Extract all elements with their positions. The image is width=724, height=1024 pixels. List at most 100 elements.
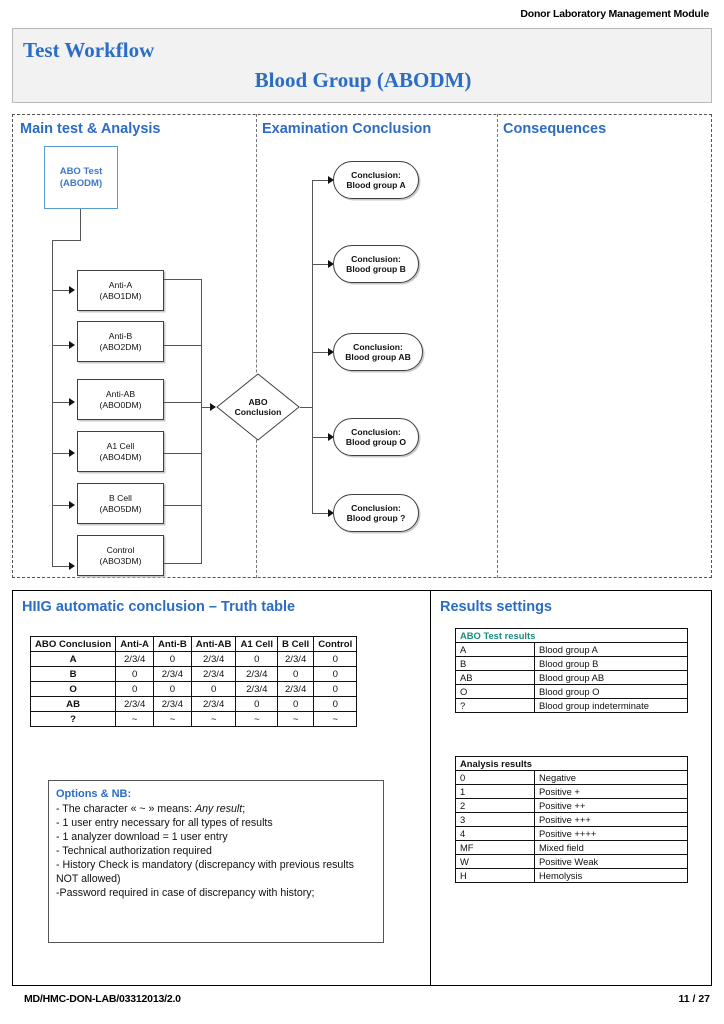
ana-r6-key: W xyxy=(455,854,535,869)
table-row: W Positive Weak xyxy=(455,854,688,869)
truth-col-2: Anti-B xyxy=(153,636,192,652)
truth-r0-c0: A xyxy=(29,651,117,667)
truth-r4-c3: ~ xyxy=(190,711,237,727)
truth-r0-c4: 0 xyxy=(235,651,279,667)
fanout-trunk xyxy=(312,180,313,514)
node-test-5[interactable]: B Cell (ABO5DM) xyxy=(77,483,164,524)
node-conclusion-ab-line1: Conclusion: xyxy=(353,341,403,352)
node-conclusion-a[interactable]: Conclusion: Blood group A xyxy=(333,161,419,199)
fanout-arrow-4 xyxy=(328,433,334,441)
ana-r4-key: 4 xyxy=(455,826,535,841)
node-conclusion-unknown[interactable]: Conclusion: Blood group ? xyxy=(333,494,419,532)
table-row: 1 Positive + xyxy=(455,784,688,799)
node-test-4[interactable]: A1 Cell (ABO4DM) xyxy=(77,431,164,472)
node-test-1[interactable]: Anti-A (ABO1DM) xyxy=(77,270,164,311)
table-row: O 0 0 0 2/3/4 2/3/4 0 xyxy=(29,681,358,697)
fanout-line-3 xyxy=(312,352,330,353)
truth-r1-c0: B xyxy=(29,666,117,682)
footer-document-id: MD/HMC-DON-LAB/03312013/2.0 xyxy=(24,993,181,1005)
collector-arrow-diamond xyxy=(210,403,216,411)
abo-r0-key: A xyxy=(455,642,535,657)
abo-r2-key: AB xyxy=(455,670,535,685)
node-conclusion-o[interactable]: Conclusion: Blood group O xyxy=(333,418,419,456)
node-test-1-line2: (ABO1DM) xyxy=(99,290,142,301)
node-test-6[interactable]: Control (ABO3DM) xyxy=(77,535,164,576)
analysis-results-table: Analysis results 0 Negative 1 Positive +… xyxy=(455,756,688,883)
node-conclusion-a-line1: Conclusion: xyxy=(351,169,401,180)
truth-r2-c4: 2/3/4 xyxy=(235,681,279,697)
table-row: ? ~ ~ ~ ~ ~ ~ xyxy=(29,711,358,727)
node-test-6-line1: Control xyxy=(106,545,135,556)
node-abo-conclusion-line1: ABO xyxy=(248,396,268,407)
truth-col-5: B Cell xyxy=(277,636,315,652)
node-abo-test-line2: (ABODM) xyxy=(59,177,103,189)
table-row: H Hemolysis xyxy=(455,868,688,883)
truth-r2-c1: 0 xyxy=(115,681,154,697)
node-abo-test-line1: ABO Test xyxy=(59,165,103,177)
abo-r1-val: Blood group B xyxy=(534,656,688,671)
analysis-results-header-row: Analysis results xyxy=(455,756,688,771)
node-test-2-line2: (ABO2DM) xyxy=(99,341,142,352)
truth-r3-c0: AB xyxy=(29,696,117,712)
details-panel xyxy=(12,590,712,986)
fanout-line-1 xyxy=(312,180,330,181)
analysis-results-header: Analysis results xyxy=(455,756,688,771)
truth-table: ABO Conclusion Anti-A Anti-B Anti-AB A1 … xyxy=(29,636,358,727)
collector-line-6 xyxy=(164,563,201,564)
node-conclusion-ab[interactable]: Conclusion: Blood group AB xyxy=(333,333,423,371)
feeder-arrow-4 xyxy=(69,449,75,457)
ana-r4-val: Positive ++++ xyxy=(534,826,688,841)
table-row: B Blood group B xyxy=(455,656,688,671)
node-test-3[interactable]: Anti-AB (ABO0DM) xyxy=(77,379,164,420)
collector-line-1 xyxy=(164,279,201,280)
connector-start-down xyxy=(80,209,81,240)
node-test-2[interactable]: Anti-B (ABO2DM) xyxy=(77,321,164,362)
ana-r5-key: MF xyxy=(455,840,535,855)
options-line-1: - The character « ~ » means: Any result; xyxy=(56,802,376,816)
feeder-arrow-6 xyxy=(69,562,75,570)
feeder-line-4 xyxy=(52,453,71,454)
section-title-results-settings: Results settings xyxy=(440,599,552,615)
node-conclusion-a-line2: Blood group A xyxy=(346,180,406,190)
truth-r3-c6: 0 xyxy=(313,696,358,712)
node-conclusion-unknown-line1: Conclusion: xyxy=(351,502,401,513)
feeder-line-5 xyxy=(52,505,71,506)
column-header-consequences: Consequences xyxy=(503,121,607,137)
options-line-6: -Password required in case of discrepanc… xyxy=(56,887,315,900)
table-row: 2 Positive ++ xyxy=(455,798,688,813)
node-test-4-line2: (ABO4DM) xyxy=(99,451,142,462)
truth-r2-c6: 0 xyxy=(313,681,358,697)
node-conclusion-b[interactable]: Conclusion: Blood group B xyxy=(333,245,419,283)
node-test-3-line1: Anti-AB xyxy=(105,389,136,400)
fanout-arrow-5 xyxy=(328,509,334,517)
abo-r3-val: Blood group O xyxy=(534,684,688,699)
collector-line-4 xyxy=(164,453,201,454)
truth-r2-c3: 0 xyxy=(190,681,237,697)
node-abo-test[interactable]: ABO Test (ABODM) xyxy=(44,146,118,209)
node-abo-conclusion-line2: Conclusion xyxy=(234,407,282,417)
page-title: Test Workflow xyxy=(23,38,155,62)
truth-r0-c2: 0 xyxy=(153,651,192,667)
ana-r2-val: Positive ++ xyxy=(534,798,688,813)
options-line-1-text: - The character « ~ » means: xyxy=(56,802,196,815)
fanout-arrow-1 xyxy=(328,176,334,184)
options-italic-phrase: Any result xyxy=(195,802,243,815)
options-line-4: - Technical authorization required xyxy=(56,844,212,857)
truth-r2-c0: O xyxy=(29,681,117,697)
node-test-4-line1: A1 Cell xyxy=(106,441,135,452)
truth-r1-c3: 2/3/4 xyxy=(190,666,237,682)
footer-page-number: 11 / 27 xyxy=(678,993,710,1005)
table-row: AB Blood group AB xyxy=(455,670,688,685)
feeder-line-3 xyxy=(52,402,71,403)
truth-r4-c4: ~ xyxy=(235,711,279,727)
ana-r3-val: Positive +++ xyxy=(534,812,688,827)
table-row: A 2/3/4 0 2/3/4 0 2/3/4 0 xyxy=(29,651,358,667)
feeder-line-1 xyxy=(52,290,71,291)
node-test-2-line1: Anti-B xyxy=(108,331,133,342)
node-conclusion-o-line1: Conclusion: xyxy=(351,426,401,437)
table-row: B 0 2/3/4 2/3/4 2/3/4 0 0 xyxy=(29,666,358,682)
fanout-arrow-3 xyxy=(328,348,334,356)
node-abo-conclusion[interactable]: ABO Conclusion xyxy=(216,373,300,441)
node-conclusion-b-line1: Conclusion: xyxy=(351,253,401,264)
truth-r3-c1: 2/3/4 xyxy=(115,696,154,712)
